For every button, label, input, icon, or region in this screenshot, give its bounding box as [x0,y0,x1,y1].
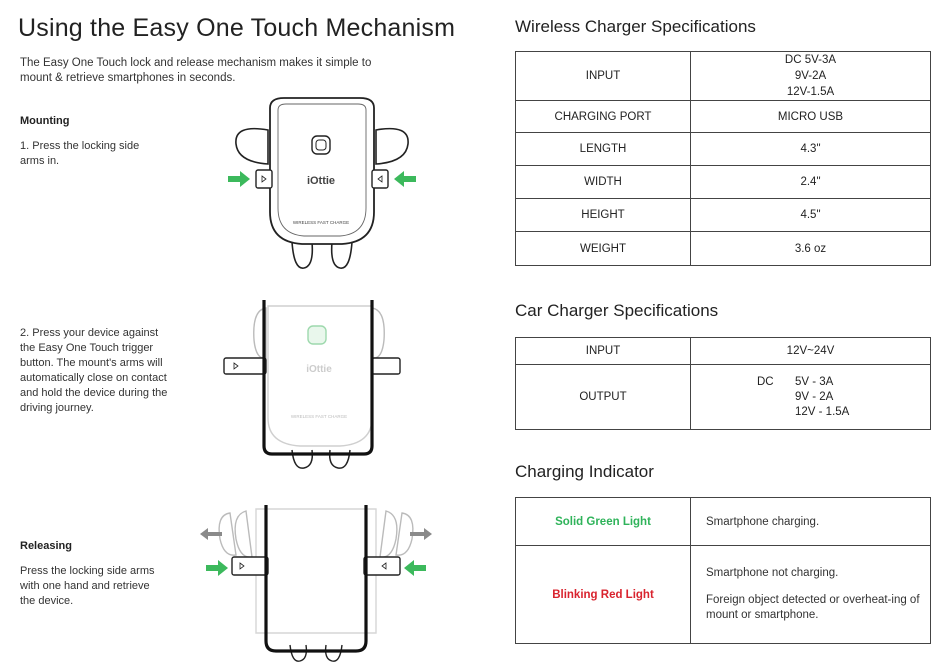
spec-label: WEIGHT [515,231,691,266]
indicator-heading: Charging Indicator [515,462,654,481]
spec-value-line: 9V-2A [794,70,827,82]
indicator-red-desc: Smartphone not charging. Foreign object … [690,545,931,644]
output-value: 12V - 1.5A [795,406,850,418]
indicator-red-text-1: Smartphone not charging. [706,567,839,579]
indicator-red-label: Blinking Red Light [552,588,654,601]
spec-value: DC 5V-3A 9V-2A 12V-1.5A [690,51,931,101]
indicator-table: Solid Green Light Smartphone charging. B… [515,497,931,644]
release-arrows [200,528,432,540]
spec-label: CHARGING PORT [515,100,691,133]
spec-value: 4.5" [690,198,931,232]
wireless-spec-heading: Wireless Charger Specifications [515,17,756,36]
table-row: OUTPUT DC 5V - 3A 9V - 2A 12V - 1.5A [515,364,931,430]
spec-value: DC 5V - 3A 9V - 2A 12V - 1.5A [690,364,931,430]
table-row: LENGTH 4.3" [515,132,931,166]
wireless-spec-table: INPUT DC 5V-3A 9V-2A 12V-1.5A CHARGING P… [515,51,931,266]
spec-label: INPUT [515,51,691,101]
table-row: Solid Green Light Smartphone charging. [515,497,931,546]
car-spec-heading: Car Charger Specifications [515,301,719,320]
indicator-red-text-2: Foreign object detected or overheat-ing … [706,594,920,621]
spec-value-line: 12V-1.5A [786,86,835,98]
table-row: Blinking Red Light Smartphone not chargi… [515,545,931,644]
car-spec-table: INPUT 12V~24V OUTPUT DC 5V - 3A 9V - 2A … [515,337,931,430]
press-arrows-release [206,560,426,576]
mounting-step-1: 1. Press the locking side arms in. [20,140,140,167]
spec-value: 4.3" [690,132,931,166]
device-badge-faded: WIRELESS FAST CHARGE [291,414,347,419]
device-badge: WIRELESS FAST CHARGE [293,220,349,225]
mount-illustration-pressing: iOttie WIRELESS FAST CHARGE [228,97,416,269]
smartphone-outline-release [264,505,368,653]
spec-value: 12V~24V [690,337,931,365]
releasing-heading: Releasing [20,540,72,552]
press-arrows [228,171,416,187]
mounting-step-2: 2. Press your device against the Easy On… [20,327,168,414]
releasing-text: Press the locking side arms with one han… [20,565,155,607]
output-value: 9V - 2A [795,391,834,403]
mounting-heading: Mounting [20,115,70,127]
smartphone-outline [262,300,374,456]
indicator-green-cell: Solid Green Light [515,497,691,546]
table-row: INPUT 12V~24V [515,337,931,365]
spec-value: 2.4" [690,165,931,199]
spec-label: LENGTH [515,132,691,166]
indicator-green-label: Solid Green Light [555,515,651,528]
device-brand-faded: iOttie [306,364,332,375]
output-prefix: DC [757,376,774,388]
mount-illustration-holding: iOttie WIRELESS FAST CHARGE [223,300,401,469]
indicator-red-cell: Blinking Red Light [515,545,691,644]
spec-label: WIDTH [515,165,691,199]
intro-text: The Easy One Touch lock and release mech… [20,57,372,84]
table-row: WIDTH 2.4" [515,165,931,199]
spec-value: 3.6 oz [690,231,931,266]
spec-value: MICRO USB [690,100,931,133]
spec-label: INPUT [515,337,691,365]
indicator-green-text: Smartphone charging. [690,497,931,546]
output-value: 5V - 3A [795,376,834,388]
spec-label: HEIGHT [515,198,691,232]
table-row: WEIGHT 3.6 oz [515,231,931,266]
table-row: HEIGHT 4.5" [515,198,931,232]
table-row: CHARGING PORT MICRO USB [515,100,931,133]
page-title: Using the Easy One Touch Mechanism [18,14,456,42]
mount-illustration-releasing [200,505,432,662]
spec-label: OUTPUT [515,364,691,430]
table-row: INPUT DC 5V-3A 9V-2A 12V-1.5A [515,51,931,101]
spec-value-line: DC 5V-3A [784,54,837,66]
device-brand: iOttie [307,175,335,187]
